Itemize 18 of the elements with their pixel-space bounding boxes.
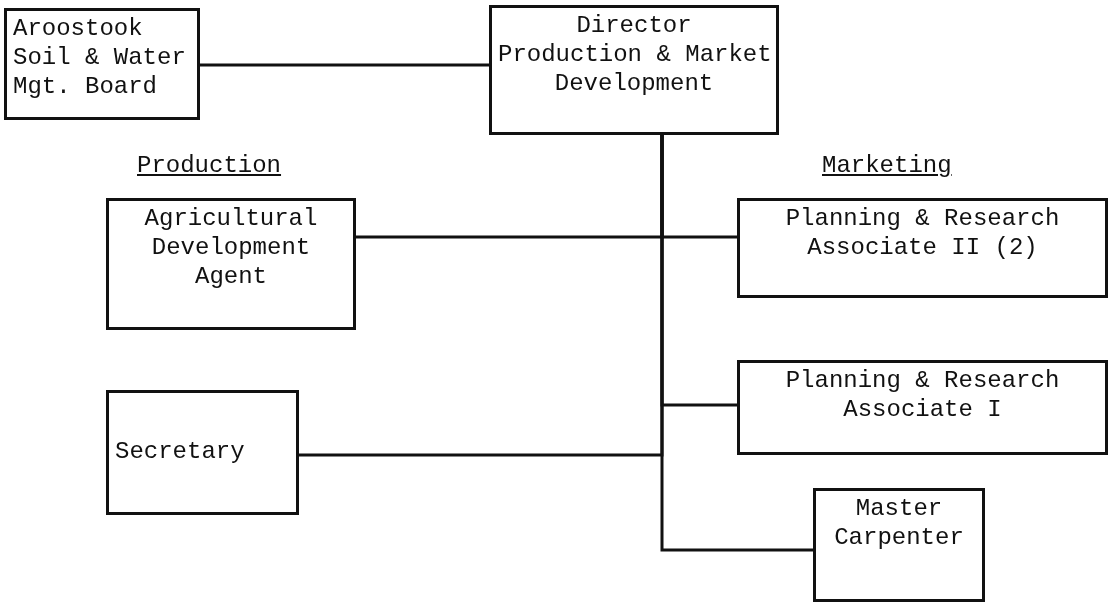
position-title: Planning & Research Associate II (2) — [784, 205, 1061, 263]
section-heading: Production — [137, 152, 282, 179]
org-box — [813, 488, 985, 602]
org-box — [737, 360, 1108, 455]
position-title: Secretary — [115, 438, 245, 467]
org-box — [106, 198, 356, 330]
org-box — [4, 8, 200, 120]
position-title: Aroostook Soil & Water Mgt. Board — [13, 15, 187, 102]
position-title: Agricultural Development Agent — [143, 205, 319, 292]
org-box — [737, 198, 1108, 298]
connector-line — [200, 63, 489, 67]
org-box — [106, 390, 299, 515]
position-title: Master Carpenter — [833, 495, 965, 553]
org-box — [489, 5, 779, 135]
position-title: Planning & Research Associate I — [784, 367, 1061, 425]
connector-line — [660, 135, 813, 552]
section-heading: Marketing — [822, 152, 952, 179]
position-title: Director Production & Market Development — [498, 12, 770, 99]
